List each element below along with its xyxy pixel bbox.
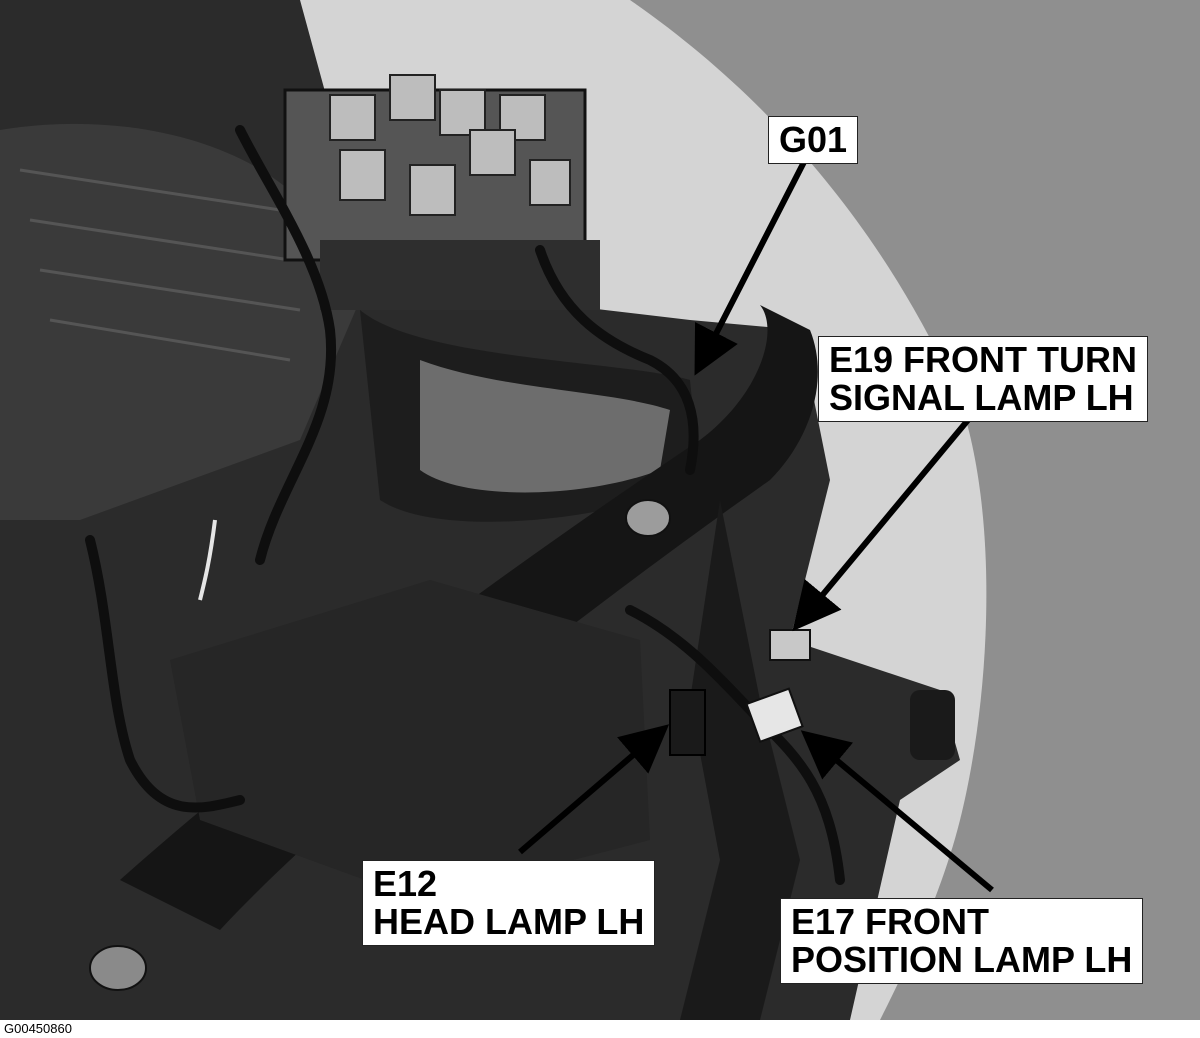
- callout-g01: G01: [768, 116, 859, 164]
- callout-e19-line-2: SIGNAL LAMP LH: [829, 377, 1134, 418]
- arrow-e17: [800, 730, 994, 893]
- arrow-e19: [792, 418, 971, 632]
- callout-e19-line-1: E19 FRONT TURN: [829, 339, 1138, 380]
- callout-arrows: [518, 158, 994, 893]
- connector-e17: [745, 687, 804, 743]
- callout-e12-line-1: E12: [373, 863, 438, 904]
- callout-e12-line-2: HEAD LAMP LH: [373, 901, 645, 942]
- connector-e19: [769, 629, 811, 661]
- callout-g01-line-1: G01: [779, 119, 848, 160]
- arrow-g01: [694, 158, 808, 376]
- arrow-e12: [518, 724, 670, 855]
- rubber-bumper-2: [89, 945, 147, 991]
- figure-id: G00450860: [4, 1021, 72, 1036]
- air-cleaner-housing: [0, 123, 360, 520]
- callout-e17: E17 FRONT POSITION LAMP LH: [780, 898, 1144, 984]
- connector-e12: [669, 689, 706, 756]
- callout-e17-line-1: E17 FRONT: [791, 901, 990, 942]
- rubber-bumper-1: [625, 499, 671, 537]
- callout-e17-line-2: POSITION LAMP LH: [791, 939, 1133, 980]
- callout-e12: E12 HEAD LAMP LH: [362, 860, 656, 946]
- callout-e19: E19 FRONT TURN SIGNAL LAMP LH: [818, 336, 1149, 422]
